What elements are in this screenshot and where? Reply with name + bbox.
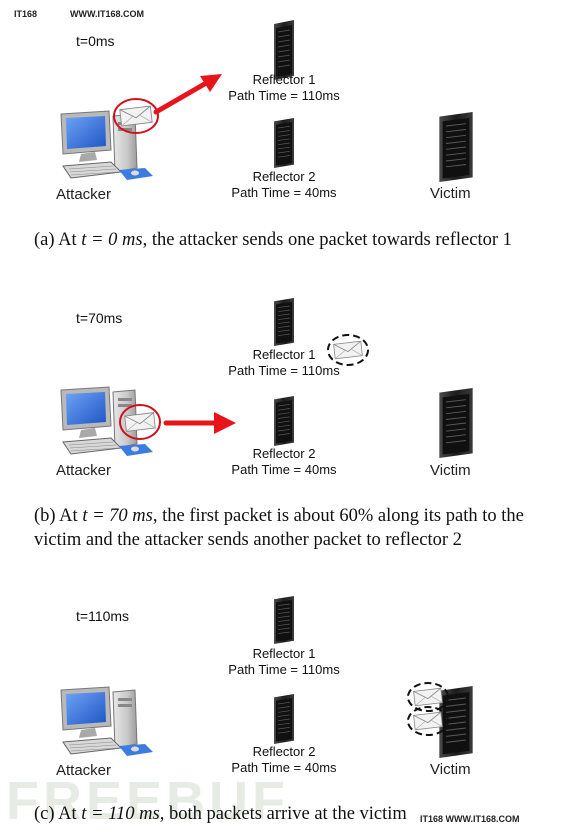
caption-prefix: (c) At — [34, 804, 82, 824]
reflector-2-label: Reflector 2 Path Time = 40ms — [214, 744, 354, 776]
path-time: Path Time = 110ms — [228, 662, 340, 677]
victim-label: Victim — [430, 761, 471, 778]
reflector-1-server-icon — [272, 596, 296, 644]
reflector-1-label: Reflector 1 Path Time = 110ms — [214, 72, 354, 104]
time-label: t=0ms — [76, 33, 115, 49]
path-time: Path Time = 40ms — [231, 462, 337, 477]
victim-server-icon — [436, 388, 476, 458]
path-time: Path Time = 40ms — [231, 760, 337, 775]
victim-label: Victim — [430, 462, 471, 479]
reflector-name: Reflector 2 — [252, 169, 316, 184]
path-time: Path Time = 110ms — [228, 88, 340, 103]
caption-math: t = 110 ms — [81, 804, 160, 824]
reflector-name: Reflector 2 — [252, 446, 316, 461]
packet-envelope-icon — [119, 404, 161, 440]
packet-envelope-icon — [113, 98, 159, 134]
caption-text: , the attacker sends one packet towards … — [142, 230, 512, 250]
reflector-2-label: Reflector 2 Path Time = 40ms — [214, 169, 354, 201]
packet-arrow-icon — [153, 74, 222, 115]
in-transit-packet-icon — [327, 334, 369, 366]
reflector-name: Reflector 1 — [252, 347, 316, 362]
reflector-1-label: Reflector 1 Path Time = 110ms — [214, 347, 354, 379]
attacker-label: Attacker — [56, 186, 112, 203]
watermark-bottom-right: IT168 WWW.IT168.COM — [418, 814, 522, 824]
attacker-label: Attacker — [56, 462, 112, 479]
reflector-2-server-icon — [272, 396, 296, 446]
path-time: Path Time = 110ms — [228, 363, 340, 378]
path-time: Path Time = 40ms — [231, 185, 337, 200]
caption-math: t = 0 ms — [81, 230, 143, 250]
caption-text: , both packets arrive at the victim — [159, 804, 407, 824]
victim-label: Victim — [430, 185, 471, 202]
reflector-2-server-icon — [272, 694, 296, 744]
reflector-1-label: Reflector 1 Path Time = 110ms — [214, 646, 354, 678]
reflector-2-label: Reflector 2 Path Time = 40ms — [214, 446, 354, 478]
victim-server-icon — [436, 112, 476, 182]
time-label: t=70ms — [76, 310, 123, 326]
time-label: t=110ms — [76, 608, 130, 624]
reflector-1-server-icon — [272, 20, 296, 80]
reflector-2-server-icon — [272, 118, 296, 168]
reflector-1-server-icon — [272, 298, 296, 346]
reflector-name: Reflector 1 — [252, 72, 316, 87]
reflector-name: Reflector 1 — [252, 646, 316, 661]
watermark-url: WWW.IT168.COM — [70, 9, 144, 19]
caption-text: , the first packet is about 60% along it… — [34, 506, 524, 550]
caption-c: (c) At t = 110 ms, both packets arrive a… — [34, 802, 534, 826]
caption-prefix: (a) At — [34, 230, 82, 250]
arrived-packet-2-icon — [407, 706, 449, 736]
attacker-label: Attacker — [56, 762, 112, 779]
caption-prefix: (b) At — [34, 506, 83, 526]
caption-b: (b) At t = 70 ms, the first packet is ab… — [34, 504, 534, 552]
packet-arrow-icon — [163, 412, 236, 434]
watermark-faint: FREEBUF — [6, 771, 289, 831]
caption-math: t = 70 ms — [82, 506, 153, 526]
arrived-packet-1-icon — [407, 682, 449, 712]
reflector-name: Reflector 2 — [252, 744, 316, 759]
attacker-computer-icon — [52, 686, 162, 762]
caption-a: (a) At t = 0 ms, the attacker sends one … — [34, 228, 534, 252]
watermark-left: IT168 — [14, 9, 38, 19]
